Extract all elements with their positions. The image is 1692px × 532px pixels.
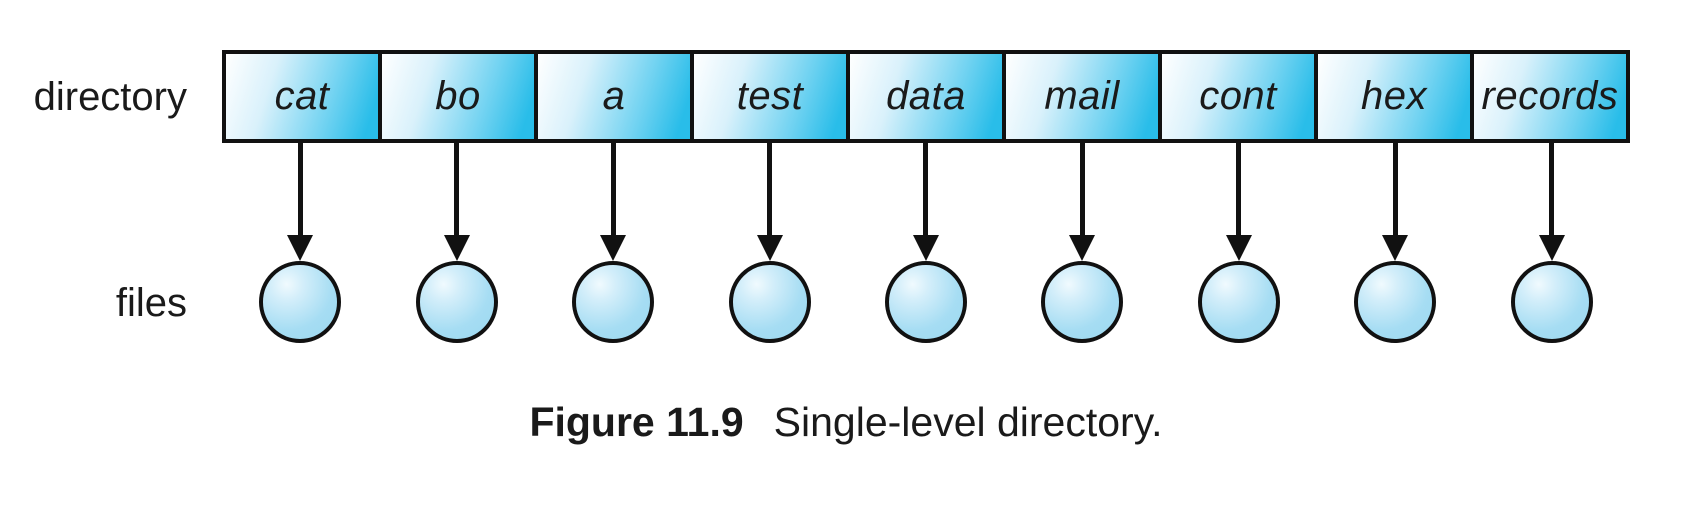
figure-caption-text: Single-level directory. [773,399,1163,445]
file-circle [1354,261,1437,343]
file-cell [222,143,378,343]
directory-entry-mail: mail [1002,50,1162,143]
down-arrow-icon [1225,143,1252,261]
files-cells [222,143,1630,343]
arrow-shaft [1549,143,1555,236]
directory-label-column: directory [0,50,187,143]
directory-entry-cont: cont [1158,50,1318,143]
file-cell [378,143,534,343]
figure-caption: Figure 11.9 Single-level directory. [0,399,1692,446]
file-circle [572,261,655,343]
file-circle [1041,261,1124,343]
down-arrow-icon [600,143,627,261]
arrow-shaft [1392,143,1398,236]
arrow-shaft [767,143,773,236]
arrow-head [756,235,783,261]
arrow-head [912,235,939,261]
directory-entry-label: bo [435,74,481,118]
down-arrow-icon [1069,143,1096,261]
arrow-head [600,235,627,261]
arrow-head [1225,235,1252,261]
arrow-shaft [610,143,616,236]
directory-entry-label: test [736,74,804,118]
directory-label: directory [33,74,187,119]
directory-entry-label: data [886,74,966,118]
file-cell [1317,143,1473,343]
arrow-shaft [454,143,460,236]
arrow-head [1538,235,1565,261]
files-label-column: files [0,143,187,343]
directory-entry-label: a [602,74,626,118]
arrow-shaft [923,143,929,236]
file-cell [1004,143,1160,343]
file-circle [728,261,811,343]
directory-entry-cat: cat [222,50,382,143]
directory-row: directory cat bo a test data mail cont h… [0,50,1692,143]
directory-entry-data: data [846,50,1006,143]
directory-entry-bo: bo [378,50,538,143]
directory-entry-label: hex [1361,74,1427,118]
file-circle [1510,261,1593,343]
directory-entry-records: records [1470,50,1630,143]
arrow-head [443,235,470,261]
files-row: files [0,143,1692,343]
arrow-head [1069,235,1096,261]
file-cell [1161,143,1317,343]
arrow-shaft [297,143,303,236]
down-arrow-icon [1382,143,1409,261]
arrow-head [287,235,314,261]
file-circle [1197,261,1280,343]
arrow-shaft [1079,143,1085,236]
file-cell [848,143,1004,343]
file-circle [259,261,342,343]
file-circle [884,261,967,343]
directory-entry-hex: hex [1314,50,1474,143]
down-arrow-icon [443,143,470,261]
directory-entry-label: cat [274,74,330,118]
file-circle [415,261,498,343]
down-arrow-icon [912,143,939,261]
directory-table: cat bo a test data mail cont hex records [222,50,1630,143]
arrow-shaft [1236,143,1242,236]
file-cell [691,143,847,343]
file-cell [1474,143,1630,343]
figure-caption-number: Figure 11.9 [529,399,744,445]
directory-entry-test: test [690,50,850,143]
down-arrow-icon [1538,143,1565,261]
directory-entry-a: a [534,50,694,143]
directory-entry-label: mail [1044,74,1120,118]
directory-entry-label: records [1481,74,1619,118]
down-arrow-icon [287,143,314,261]
files-label: files [115,281,187,325]
down-arrow-icon [756,143,783,261]
directory-entry-label: cont [1199,74,1277,118]
file-cell [535,143,691,343]
arrow-head [1382,235,1409,261]
